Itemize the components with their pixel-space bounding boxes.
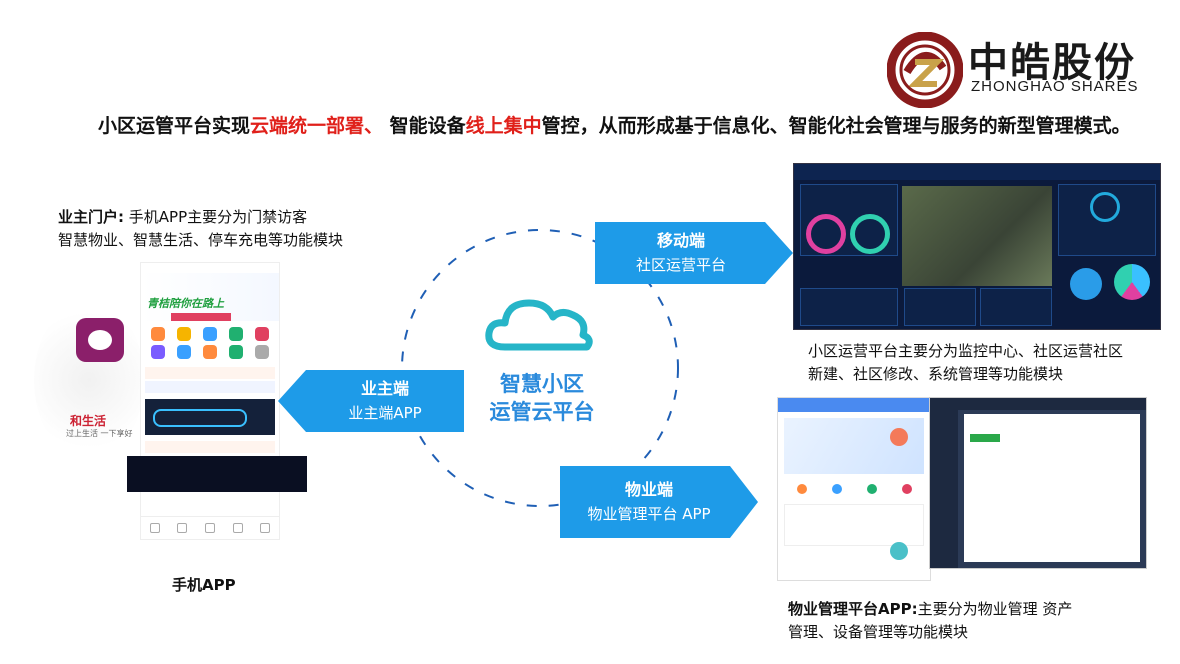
community-caption: 小区运营平台主要分为监控中心、社区运营社区 新建、社区修改、系统管理等功能模块	[808, 342, 1124, 383]
company-name-en: ZHONGHAO SHARES	[971, 78, 1139, 95]
company-name-cn: 中皓股份	[968, 39, 1136, 86]
property-app-screenshot	[777, 397, 931, 581]
phone-dark-banner	[127, 456, 307, 492]
owner-arrow-shape	[278, 370, 464, 432]
phone-banner-text: 青桔陪你在路上	[147, 297, 224, 310]
life-subtitle: 过上生活 一下享好	[66, 429, 133, 438]
dashed-orbit	[401, 229, 679, 507]
property-caption: 物业管理平台APP:主要分为物业管理 资产 管理、设备管理等功能模块	[788, 600, 1073, 641]
zhonghao-logo-icon	[887, 32, 963, 108]
property-web-screenshot	[929, 397, 1147, 569]
headline-text: 小区运管平台实现云端统一部署、 智能设备线上集中管控，从而形成基于信息化、智能化…	[98, 115, 1131, 137]
life-logo: 和生活	[70, 414, 107, 428]
phone-app-screenshot: 青桔陪你在路上	[140, 262, 280, 540]
mobile-arrow-shape	[595, 222, 793, 284]
mobile-end-label[interactable]: 移动端 社区运营平台	[635, 231, 726, 274]
property-end-label[interactable]: 物业端 物业管理平台 APP	[587, 480, 711, 523]
owner-portal-caption: 业主门户: 手机APP主要分为门禁访客 智慧物业、智慧生活、停车充电等功能模块	[58, 208, 344, 249]
property-arrow-shape	[560, 466, 758, 538]
owner-end-label[interactable]: 业主端 业主端APP	[348, 379, 422, 422]
community-dashboard-screenshot	[793, 163, 1161, 330]
cloud-icon	[485, 299, 593, 351]
panda-app-icon	[76, 318, 124, 362]
phone-caption: 手机APP	[172, 576, 236, 594]
cloud-platform-title: 智慧小区 运管云平台	[489, 372, 595, 424]
